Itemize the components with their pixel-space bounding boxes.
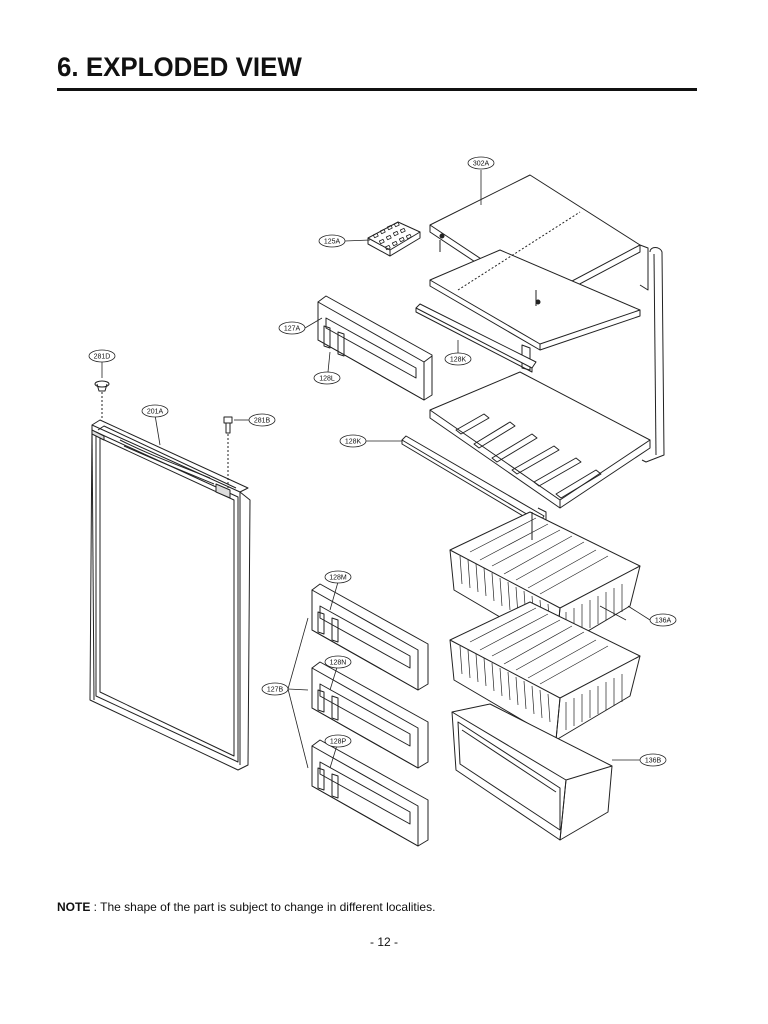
callout-136A-oval <box>649 613 677 627</box>
callout-128M: 128M <box>329 575 347 582</box>
callout-125A: 125A <box>324 239 341 246</box>
callout-128N-oval <box>324 655 352 669</box>
callout-136B: 136B <box>645 758 662 765</box>
callout-128P: 128P <box>330 739 347 746</box>
crisper-136B <box>451 703 613 841</box>
callout-136A: 136A <box>655 618 672 625</box>
callout-201A: 201A <box>147 409 164 416</box>
door-cap-281D <box>94 380 110 420</box>
callout-128K-top-oval <box>444 352 472 366</box>
callout-281D-oval <box>88 349 116 363</box>
callout-128K-top: 128K <box>450 357 467 364</box>
freezer-compartment-part <box>429 174 665 509</box>
callout-128P-oval <box>324 734 352 748</box>
basket-136A-2 <box>449 601 641 741</box>
door-part <box>89 419 251 771</box>
note-body: : The shape of the part is subject to ch… <box>90 900 436 914</box>
callout-136B-oval <box>639 753 667 767</box>
callout-128M-oval <box>324 570 352 584</box>
callout-128K-mid: 128K <box>345 439 362 446</box>
callout-302A-oval <box>467 156 495 170</box>
title-rule <box>57 88 697 91</box>
callout-127A-oval <box>278 321 306 335</box>
callout-127B-oval <box>261 682 289 696</box>
callout-128L-oval <box>313 371 341 385</box>
leader-lines <box>101 170 651 769</box>
callout-128K-mid-oval <box>339 434 367 448</box>
callout-302A: 302A <box>473 161 490 168</box>
note-text: NOTE : The shape of the part is subject … <box>57 900 435 914</box>
page-title: 6. EXPLODED VIEW <box>57 52 302 82</box>
door-rack-127B-3 <box>311 739 429 847</box>
callout-127B: 127B <box>267 687 284 694</box>
rail-128K-top <box>415 303 537 373</box>
callout-125A-oval <box>318 234 346 248</box>
callout-281D: 281D <box>94 354 111 361</box>
hinge-pin-281B <box>223 416 233 488</box>
ice-tray-part <box>367 221 421 257</box>
callout-281B-oval <box>248 413 276 427</box>
door-rack-127B-1 <box>311 583 429 691</box>
callout-127A: 127A <box>284 326 301 333</box>
callout-201A-oval <box>141 404 169 418</box>
door-rack-127B-2 <box>311 661 429 769</box>
callout-281B: 281B <box>254 418 271 425</box>
callout-128L: 128L <box>319 376 335 383</box>
page-number: - 12 - <box>369 935 398 949</box>
callout-128N: 128N <box>330 660 347 667</box>
note-label: NOTE <box>57 900 91 914</box>
door-rack-127A <box>317 295 433 401</box>
